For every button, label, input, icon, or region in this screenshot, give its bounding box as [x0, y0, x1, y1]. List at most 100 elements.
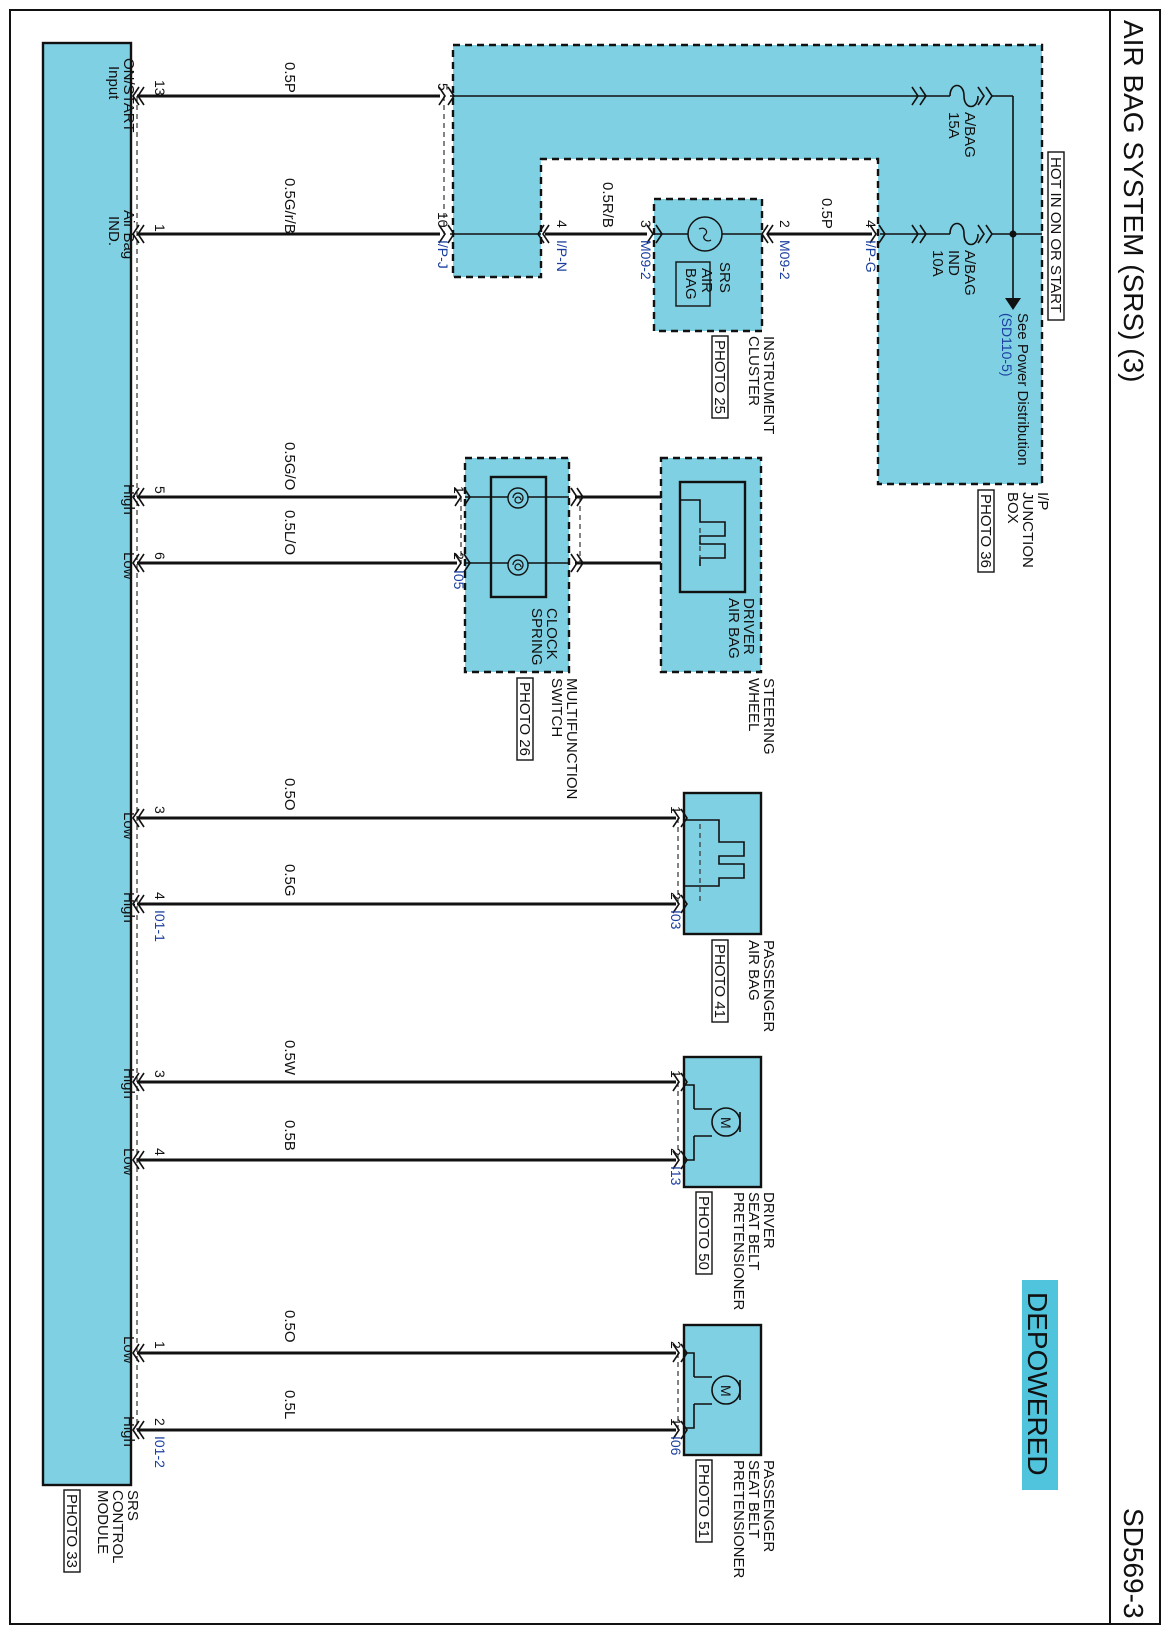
driver-airbag-label-2: AIR BAG [725, 598, 742, 659]
passenger-pretensioner-box [682, 1323, 763, 1457]
conn-m092-a[interactable]: M09-2 [638, 240, 654, 280]
airbag-indicator-line1: AIR [698, 268, 715, 293]
mfs-name-1: MULTIFUNCTION [563, 678, 580, 799]
pin-3-pab: 3 [152, 806, 168, 814]
passenger-airbag-element-icon [684, 819, 745, 887]
pin-13: 13 [152, 80, 168, 96]
mfs-photo: PHOTO 26 [516, 682, 533, 756]
conn-ipn[interactable]: I/P-N [554, 240, 570, 272]
driver-pretensioner-box [682, 1055, 763, 1189]
pin-6-low: 6 [152, 552, 168, 560]
clock-spring-coil-1-icon [507, 487, 529, 509]
pin-2-pp: 2 [152, 1418, 168, 1426]
pin-ipg-4: 4 [863, 220, 879, 228]
conn-ipj[interactable]: I/P-J [435, 240, 451, 269]
pass-pret-leads [684, 1352, 712, 1429]
pin-clu-3: 3 [638, 220, 654, 228]
pin-4-pab: 4 [152, 892, 168, 900]
see-power-distribution: See Power Distribution [1014, 313, 1031, 466]
module-photo-tag [63, 1489, 81, 1573]
pin-dp-2: 2 [668, 1148, 684, 1156]
passenger-motor-m: M [718, 1385, 734, 1397]
conn-i01-1[interactable]: I01-1 [152, 910, 168, 942]
pin-5-high: 5 [152, 486, 168, 494]
wire-label-12: 0.5L [281, 1390, 298, 1419]
pab-photo-tag [711, 939, 729, 1023]
conn-i05[interactable]: I05 [451, 570, 467, 590]
module-name-2: CONTROL [109, 1490, 126, 1563]
wire-label-11: 0.5O [281, 1310, 298, 1343]
pin-clu-2: 2 [777, 220, 793, 228]
clock-spring-frame [489, 475, 548, 599]
pin-ipn-4: 4 [554, 220, 570, 228]
cluster-photo: PHOTO 25 [711, 340, 728, 414]
diagram-title: AIR BAG SYSTEM (SRS) (3) [1118, 20, 1149, 383]
jb-name-3: BOX [1004, 492, 1021, 524]
depowered-badge [1022, 1280, 1058, 1490]
fuse1-name: A/BAG [961, 112, 978, 158]
dp-photo: PHOTO 50 [695, 1196, 712, 1270]
see-power-ref[interactable]: (SD110-5) [999, 313, 1015, 377]
pin-airbag-ind-2: IND. [105, 216, 122, 246]
conn-i13[interactable]: I13 [668, 1166, 684, 1186]
pab-name-1: PASSENGER [760, 940, 777, 1032]
hot-in-label: HOT IN ON OR START [1047, 157, 1064, 313]
lamp-filament-icon [698, 227, 712, 242]
depowered-label: DEPOWERED [1022, 1292, 1053, 1476]
steering-name-2: WHEEL [745, 678, 762, 731]
pin-pp-2: 2 [668, 1341, 684, 1349]
steering-name-1: STEERING [760, 678, 777, 755]
conn-ipg[interactable]: I/P-G [863, 240, 879, 273]
cluster-name-1: INSTRUMENT [760, 336, 777, 434]
wire-label-4: 0.5P [818, 198, 835, 229]
wire-label-3: 0.5R/B [599, 182, 616, 228]
conn-i06[interactable]: I06 [668, 1436, 684, 1456]
pin-jb-10: 10 [435, 212, 451, 228]
driver-airbag-label-1: DRIVER [740, 598, 757, 655]
pin-4-dp: 4 [152, 1148, 168, 1156]
conn-m092-b[interactable]: M09-2 [777, 240, 793, 280]
pin-cs-1: 1 [451, 486, 467, 494]
instrument-cluster-box [652, 197, 764, 333]
driver-airbag-element-icon [680, 499, 726, 566]
pin-3-dp: 3 [152, 1070, 168, 1078]
pin-high-2: High [120, 892, 137, 923]
wire-label-9: 0.5W [281, 1040, 298, 1076]
conn-i01-2[interactable]: I01-2 [152, 1436, 168, 1468]
pin-jb-5: 5 [435, 83, 451, 91]
cluster-name-2: CLUSTER [745, 336, 762, 406]
pin-1-ind: 1 [152, 224, 168, 232]
pin-airbag-ind-1: Air Bag [120, 210, 137, 259]
pin-1-pp: 1 [152, 1341, 168, 1349]
mfs-photo-tag [516, 677, 534, 761]
jb-name-1: I/P [1034, 492, 1051, 510]
pab-photo: PHOTO 41 [711, 944, 728, 1018]
dp-name-2: SEAT BELT [745, 1192, 762, 1270]
pp-name-3: PRETENSIONER [730, 1460, 747, 1579]
pin-high-1: High [120, 484, 137, 515]
pin-high-4: High [120, 1416, 137, 1447]
wire-label-5: 0.5G/O [281, 442, 298, 490]
pin-on-start-2: Input [105, 66, 122, 100]
fuse2-rating: 10A [929, 250, 946, 277]
clock-spring-label-1: CLOCK [543, 608, 560, 660]
pin-pab-1: 1 [668, 806, 684, 814]
dp-name-3: PRETENSIONER [730, 1192, 747, 1311]
pin-low-1: Low [120, 552, 137, 580]
ip-junction-box [451, 43, 1044, 486]
pin-on-start-1: ON/START [120, 58, 137, 132]
wire-label-2: 0.5G/r/B [281, 178, 298, 234]
pp-photo: PHOTO 51 [695, 1464, 712, 1538]
driver-airbag-squib [678, 480, 747, 594]
fuse1-conn-left [911, 86, 927, 106]
pab-name-2: AIR BAG [745, 940, 762, 1001]
clock-spring-label-2: SPRING [528, 608, 545, 666]
mfs-name-2: SWITCH [548, 678, 565, 737]
fuse1-rating: 15A [945, 112, 962, 139]
wire-label-6: 0.5L/O [281, 510, 298, 555]
conn-i03[interactable]: I03 [668, 910, 684, 930]
hot-in-tag [1047, 151, 1065, 321]
pin-pp-1: 1 [668, 1418, 684, 1426]
module-name-1: SRS [124, 1490, 141, 1521]
